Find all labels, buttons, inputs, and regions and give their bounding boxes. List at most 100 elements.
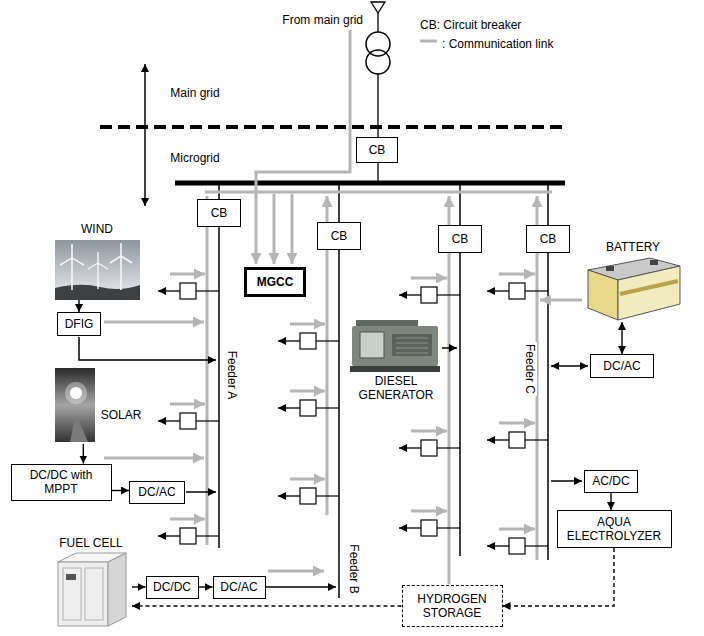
- wind-turbine: [60, 244, 84, 290]
- box-label: CB: [540, 232, 557, 246]
- communication-link: [291, 194, 294, 264]
- communication-link: [540, 299, 582, 302]
- communication-link: [170, 403, 205, 406]
- wind-turbine: [110, 243, 132, 290]
- legend-line-sample: [420, 40, 437, 43]
- source-label: WIND: [81, 222, 113, 236]
- sun: [70, 387, 82, 399]
- communication-link: [104, 321, 204, 324]
- load-arrow: [158, 535, 180, 536]
- box-label: DC/AC: [220, 580, 257, 594]
- circuit-breaker-box: CB: [438, 225, 482, 253]
- connector-arrow: [610, 493, 611, 511]
- legend-text: CB: Circuit breaker: [418, 18, 523, 32]
- battery-picture: [588, 270, 618, 320]
- box-label: CB: [211, 206, 228, 220]
- load-wire: [437, 447, 460, 448]
- feeder-label: Feeder A: [225, 349, 239, 402]
- load-box: [300, 488, 316, 504]
- feeder-label: Feeder B: [347, 542, 361, 595]
- cabinet-door: [85, 568, 103, 620]
- communication-link: [290, 323, 325, 326]
- source-note: From main grid: [280, 13, 365, 27]
- communication-link: [411, 277, 447, 280]
- battery-terminal: [650, 260, 658, 265]
- communication-link: [499, 273, 535, 276]
- load-box: [180, 413, 196, 429]
- cabinet-door: [63, 568, 81, 620]
- wind-turbine: [88, 252, 108, 289]
- converter-box: DC/AC: [590, 354, 654, 378]
- solar-picture: [55, 368, 95, 442]
- load-wire: [316, 495, 339, 496]
- box-label: CB: [369, 143, 386, 157]
- load-box: [509, 432, 525, 448]
- hydrogen-flow-arrow: [503, 548, 615, 606]
- load-wire: [316, 340, 339, 341]
- load-wire: [196, 290, 219, 291]
- power-wire: [551, 480, 582, 482]
- load-box: [300, 400, 316, 416]
- battery-source: BATTERY: [583, 240, 683, 322]
- load-arrow: [487, 290, 509, 291]
- load-box: [300, 333, 316, 349]
- circuit-breaker-box: CB: [317, 222, 361, 250]
- load-arrow: [399, 527, 421, 528]
- box-label: DC/DC: [153, 580, 191, 594]
- connector-arrow: [83, 444, 84, 464]
- communication-link: [170, 518, 205, 521]
- source-label: BATTERY: [606, 240, 660, 254]
- load-box: [180, 528, 196, 544]
- source-label: SOLAR: [101, 408, 142, 422]
- load-box: [509, 538, 525, 554]
- transformer-coil: [366, 50, 390, 74]
- communication-link: [411, 430, 447, 433]
- load-box: [180, 283, 196, 299]
- diesel-source: DIESEL GENERATOR: [348, 316, 444, 412]
- fuel-cell-picture: [58, 562, 108, 626]
- load-box: [509, 283, 525, 299]
- load-box: [421, 287, 437, 303]
- connector-arrow: [78, 300, 79, 312]
- power-wire: [186, 491, 216, 493]
- box-label: MGCC: [257, 275, 294, 289]
- load-wire: [525, 290, 548, 291]
- load-wire: [437, 527, 460, 528]
- box-label: CB: [452, 232, 469, 246]
- load-wire: [525, 439, 548, 440]
- battery-band: [620, 281, 678, 294]
- engine: [392, 334, 432, 356]
- controller-box: MGCC: [244, 267, 306, 297]
- load-box: [421, 440, 437, 456]
- wind-picture: [55, 240, 140, 300]
- load-wire: [196, 420, 219, 421]
- load-arrow: [399, 447, 421, 448]
- power-wire: [264, 586, 336, 588]
- load-arrow: [487, 545, 509, 546]
- box-label: DC/AC: [603, 359, 640, 373]
- converter-box: DC/DC with MPPT: [11, 464, 112, 501]
- box-label: CB: [331, 229, 348, 243]
- box-label: DC/DC with MPPT: [18, 468, 104, 496]
- communication-link: [104, 457, 204, 460]
- circuit-breaker-box: CB: [197, 199, 241, 227]
- main-bus: [175, 181, 565, 186]
- diesel-picture: [352, 326, 438, 366]
- communication-link: [273, 194, 276, 264]
- load-arrow: [399, 294, 421, 295]
- box-label: AQUA ELECTROLYZER: [564, 515, 664, 543]
- box-label: DFIG: [65, 317, 94, 331]
- connector-arrow: [199, 586, 213, 587]
- communication-link: [499, 528, 535, 531]
- control-panel: [360, 332, 384, 358]
- converter-box: DC/DC: [146, 576, 199, 599]
- communication-link: [170, 273, 205, 276]
- engine-grille: [396, 338, 428, 353]
- load-arrow: [487, 439, 509, 440]
- box-label: AC/DC: [592, 474, 629, 488]
- load-arrow: [278, 340, 300, 341]
- power-wire: [442, 347, 457, 349]
- load-wire: [437, 294, 460, 295]
- generator-box: DFIG: [57, 312, 101, 336]
- boundary-line: [100, 125, 565, 129]
